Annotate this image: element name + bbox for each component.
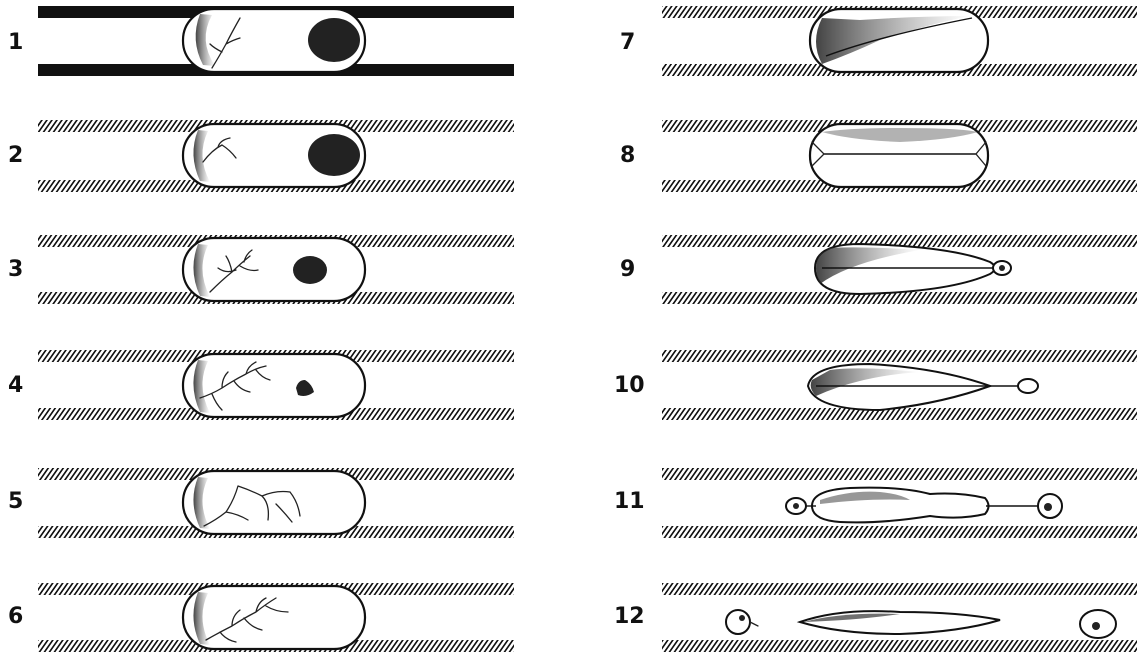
upper-wall	[662, 468, 1137, 480]
bud-nucleus	[999, 265, 1005, 271]
panel-label: 1	[8, 30, 23, 55]
panel-label: 12	[614, 604, 645, 629]
bud	[1018, 379, 1038, 393]
panel-6: 6	[8, 583, 514, 652]
residual-body	[800, 611, 1000, 634]
panel-1: 1	[8, 6, 514, 76]
panel-4: 4	[8, 350, 514, 420]
panel-label: 3	[8, 257, 23, 282]
panel-8: 8	[620, 120, 1137, 192]
lower-wall	[662, 292, 1137, 304]
panel-label: 9	[620, 257, 635, 282]
left-daughter-nucleus	[793, 503, 799, 509]
pore-cell	[812, 488, 989, 523]
lower-wall	[662, 408, 1137, 420]
right-daughter-nucleus	[1044, 503, 1052, 511]
upper-wall	[662, 583, 1137, 595]
panel-11: 11	[614, 468, 1137, 538]
nucleus	[308, 134, 360, 176]
panel-label: 6	[8, 604, 23, 629]
pore-cell	[183, 354, 365, 417]
lower-wall	[662, 526, 1137, 538]
nucleus	[293, 256, 327, 284]
right-daughter-nucleus	[1092, 622, 1100, 630]
lower-wall	[662, 640, 1137, 652]
left-daughter	[726, 610, 750, 634]
panel-label: 8	[620, 143, 635, 168]
left-daughter-nucleus	[739, 615, 745, 621]
panel-5: 5	[8, 468, 514, 538]
panel-label: 4	[8, 373, 23, 398]
panel-label: 10	[614, 373, 645, 398]
panel-3: 3	[8, 235, 514, 304]
panel-10: 10	[614, 350, 1137, 420]
panel-2: 2	[8, 120, 514, 192]
nucleus	[308, 18, 360, 62]
pore-cell	[183, 586, 365, 649]
panel-label: 5	[8, 489, 23, 514]
left-tail	[750, 622, 758, 626]
panel-label: 7	[620, 30, 635, 55]
panel-12: 12	[614, 583, 1137, 652]
pore-cell	[183, 471, 365, 534]
panel-label: 2	[8, 143, 23, 168]
panel-7: 7	[620, 6, 1137, 76]
panel-label: 11	[614, 489, 645, 514]
panel-9: 9	[620, 235, 1137, 304]
upper-wall	[662, 350, 1137, 362]
